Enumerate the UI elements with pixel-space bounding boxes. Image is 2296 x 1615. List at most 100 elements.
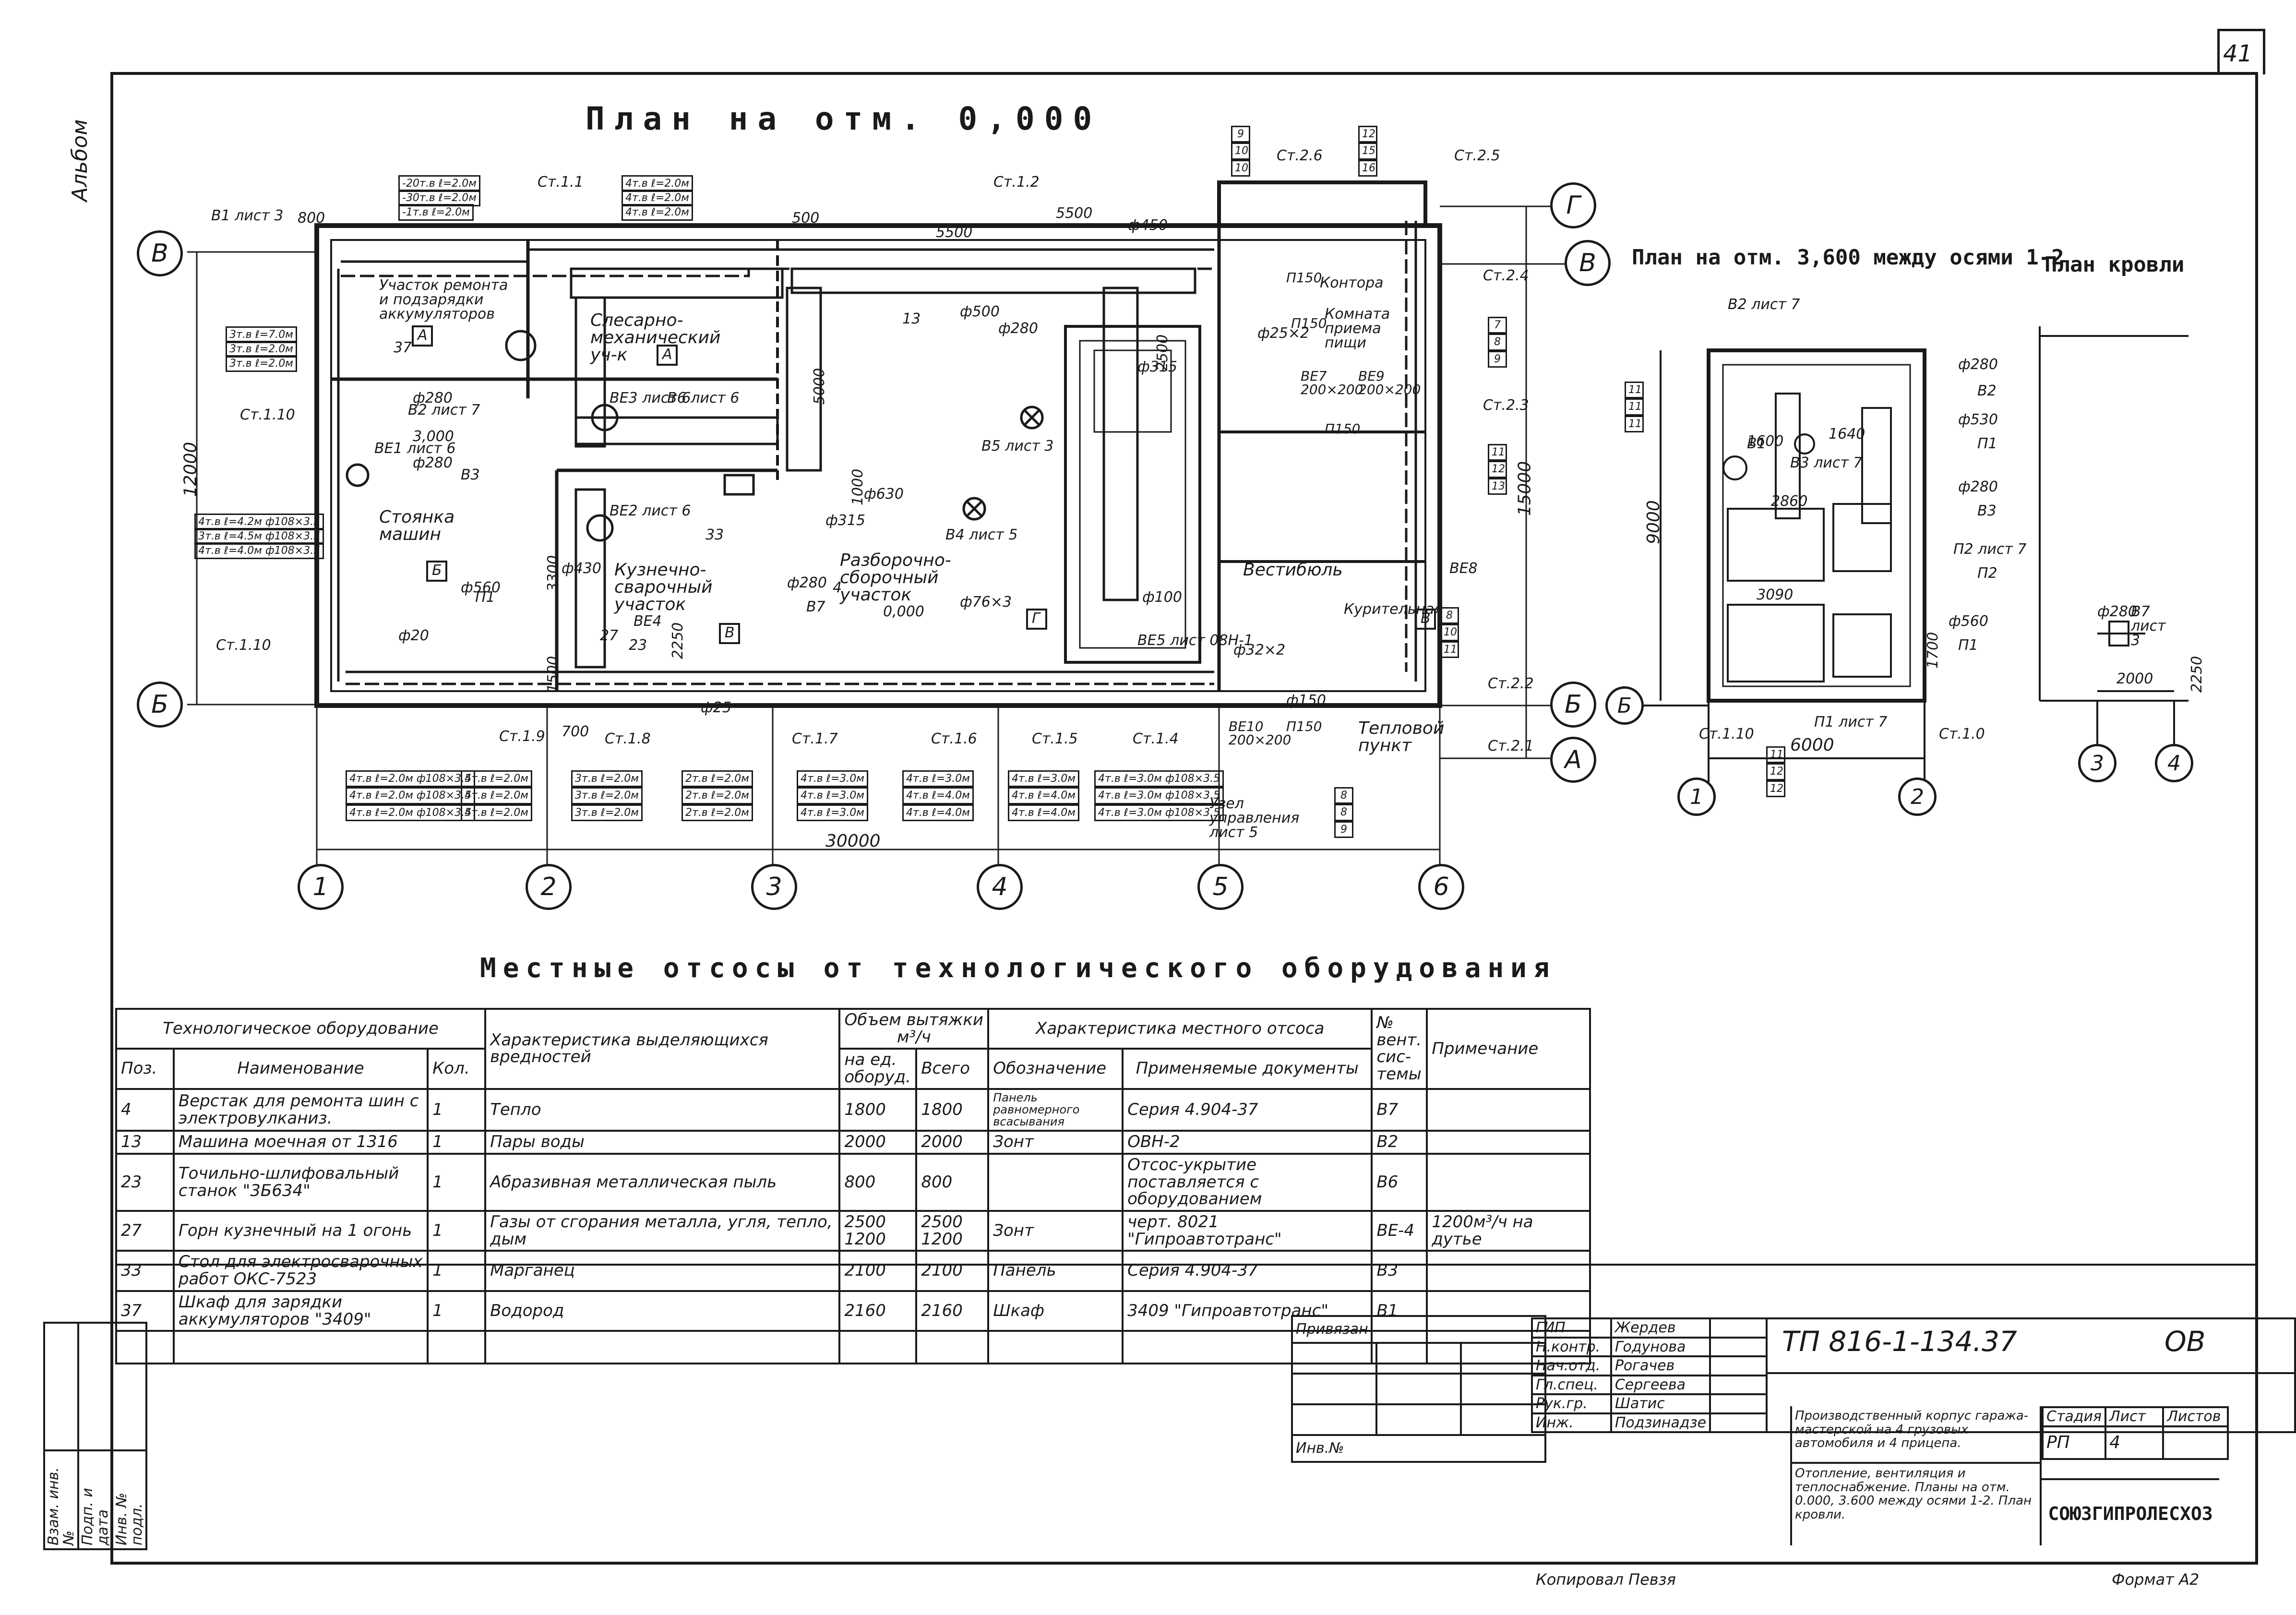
pipe-note-bottom-g0: 4т.в ℓ=2.0м ф108×3.5 4т.в ℓ=2.0м ф108×3.… — [346, 770, 476, 821]
dia-4: ф450 — [1128, 217, 1168, 234]
upper-label-5: ф280 — [1958, 356, 1998, 373]
duct-vertical-3 — [574, 488, 606, 669]
door-stack-3: 11 12 13 — [1488, 444, 1507, 495]
dim-2250: 2250 — [670, 622, 687, 659]
dim-500: 500 — [792, 210, 820, 227]
upper-label-4: П1 лист 7 — [1814, 714, 1888, 730]
cell-total: 800 — [915, 1152, 990, 1212]
tb-name-4: Шатис — [1610, 1393, 1711, 1414]
equip-ve2: ВЕ2 лист 6 — [610, 502, 691, 519]
pipe-note-bottom-g4: 4т.в ℓ=3.0м 4т.в ℓ=3.0м 4т.в ℓ=3.0м — [797, 770, 868, 821]
pipe-note-bottom-g6: 4т.в ℓ=3.0м 4т.в ℓ=4.0м 4т.в ℓ=4.0м — [1008, 770, 1079, 821]
cell-hazard: Абразивная металлическая пыль — [484, 1152, 841, 1212]
cell-vent: В6 — [1371, 1152, 1428, 1212]
cell-vent: В7 — [1371, 1088, 1428, 1132]
table-row: 23 Точильно-шлифовальный станок "3Б634" … — [115, 1152, 1591, 1212]
tb-stage-label: Стадия — [2041, 1406, 2107, 1427]
cell-name: Точильно-шлифовальный станок "3Б634" — [172, 1152, 429, 1212]
cell-qty: 1 — [427, 1088, 487, 1132]
duct-vertical-2 — [574, 296, 606, 448]
room-forge: Кузнечно-сварочный участок — [614, 560, 713, 614]
floor-num-13: 13 — [902, 311, 921, 327]
floor-num-4: 4 — [833, 579, 842, 596]
pipe-note-top-3: 4т.в ℓ=2.0м — [622, 175, 693, 192]
riser-2-1: Ст.2.1 — [1488, 738, 1534, 754]
cell-hazard: Тепло — [484, 1088, 841, 1132]
axis-b-right: Б — [1550, 682, 1596, 728]
cell-qty: 1 — [427, 1210, 487, 1252]
fan-ve6 — [591, 404, 619, 431]
fan-ve3 — [505, 330, 537, 361]
upper-label-12: П2 — [1977, 565, 1997, 582]
pipe-note-top-0: -20т.в ℓ=2.0м — [398, 175, 480, 192]
room-vestibule: Вестибюль — [1243, 560, 1343, 580]
riser-2-2: Ст.2.2 — [1488, 675, 1534, 692]
pipe-note-left-1: 3т.в ℓ=2.0м — [226, 341, 297, 358]
th-volume: Объем вытяжки м³/ч — [838, 1007, 990, 1050]
fan-ve2 — [586, 514, 614, 542]
axis-5: 5 — [1197, 864, 1244, 910]
dia-17: ф25×2 — [1257, 325, 1310, 342]
door-stack-3-2: 13 — [1488, 478, 1507, 495]
pipe-note-bottom-1-1: 4т.в ℓ=2.0м — [461, 787, 532, 804]
equip-ve8: ВЕ8 — [1449, 560, 1478, 577]
cell-vent: В3 — [1371, 1250, 1428, 1292]
cell-per-unit: 1800 — [838, 1088, 918, 1132]
dia-13: ф150 — [1286, 692, 1326, 709]
cell-vent: ВЕ-4 — [1371, 1210, 1428, 1252]
riser-1-4: Ст.1.4 — [1133, 730, 1179, 747]
riser-1-2: Ст.1.2 — [993, 174, 1040, 191]
floor-num-23: 23 — [629, 637, 647, 654]
cell-hazard: Марганец — [484, 1250, 841, 1292]
pipe-note-bottom-5-0: 4т.в ℓ=3.0м — [902, 770, 974, 788]
door-stack-5: 8 8 9 — [1334, 787, 1353, 838]
cell-total: 2000 — [915, 1130, 990, 1155]
th-suction: Характеристика местного отсоса — [987, 1007, 1373, 1050]
upper-dim-4: 1700 — [1925, 632, 1942, 669]
upper-label-10: П1 — [1977, 435, 1997, 452]
cell-pos: 37 — [115, 1290, 175, 1332]
th-equipment-group: Технологическое оборудование — [115, 1007, 487, 1050]
riser-2-3: Ст.2.3 — [1483, 397, 1529, 414]
upper-outline — [1707, 348, 1926, 703]
axis-1: 1 — [298, 864, 344, 910]
door-stack-2: 7 8 9 — [1488, 317, 1507, 368]
equip-ve3: ВЕ3 лист 6 — [610, 390, 691, 407]
door-stack-0-2: 10 — [1231, 159, 1250, 177]
room-mark-v: В — [725, 624, 735, 641]
room-mark-v2: В — [1421, 610, 1431, 627]
pipe-note-bottom-2-2: 3т.в ℓ=2.0м — [571, 804, 643, 821]
pipe-note-bottom-0-1: 4т.в ℓ=2.0м ф108×3.5 — [346, 787, 476, 804]
door-stack-5-0: 8 — [1334, 787, 1353, 804]
pipe-note-bottom-7-1: 4т.в ℓ=3.0м ф108×3.5 — [1094, 787, 1224, 804]
equip-ve4: ВЕ4 — [634, 613, 662, 630]
duct-stub — [723, 474, 755, 496]
roof-axis-3: 3 — [2078, 744, 2117, 782]
cell-hazard: Пары воды — [484, 1130, 841, 1155]
riser-1-7: Ст.1.7 — [792, 730, 838, 747]
cell-pos: 4 — [115, 1088, 175, 1132]
pipe-note-bottom-7-2: 4т.в ℓ=3.0м ф108×3.5 — [1094, 804, 1224, 821]
tb-name-5: Подзинадзе — [1610, 1412, 1711, 1433]
pipe-note-bottom-3-1: 2т.в ℓ=2.0м — [682, 787, 753, 804]
pipe-note-top-5: 4т.в ℓ=2.0м — [622, 204, 693, 221]
privyazan-block: Привязан Инв.№ — [1291, 1315, 1546, 1463]
tb-drawing: Отопление, вентиляция и теплоснабжение. … — [1792, 1464, 2042, 1545]
cell-qty: 1 — [427, 1250, 487, 1292]
equip-p1: П1 — [475, 589, 495, 606]
dim-height-left: 12000 — [180, 442, 201, 497]
upper-dim-2: 2860 — [1771, 493, 1808, 510]
pipe-note-left2-2: 4т.в ℓ=4.0м ф108×3.5 — [194, 542, 324, 560]
tb-right: Производственный корпус гаража-мастерско… — [1790, 1406, 2229, 1545]
riser-1-8: Ст.1.8 — [605, 730, 651, 747]
pipe-note-bottom-0-0: 4т.в ℓ=2.0м ф108×3.5 — [346, 770, 476, 788]
equip-b5: В5 лист 3 — [981, 438, 1054, 455]
door-stack-2-2: 9 — [1488, 350, 1507, 368]
pipe-note-bottom-5-2: 4т.в ℓ=4.0м — [902, 804, 974, 821]
cell-note: 1200м³/ч на дутье — [1426, 1210, 1591, 1252]
side-stamp: Взам. инв. № Подп. и дата Инв. № подл. — [43, 1322, 147, 1550]
pipe-note-bottom-3-2: 2т.в ℓ=2.0м — [682, 804, 753, 821]
tb-role-2: Нач.отд. — [1531, 1355, 1612, 1376]
dim-700: 700 — [562, 723, 589, 740]
door-stack-6: 11 11 11 — [1625, 382, 1644, 432]
